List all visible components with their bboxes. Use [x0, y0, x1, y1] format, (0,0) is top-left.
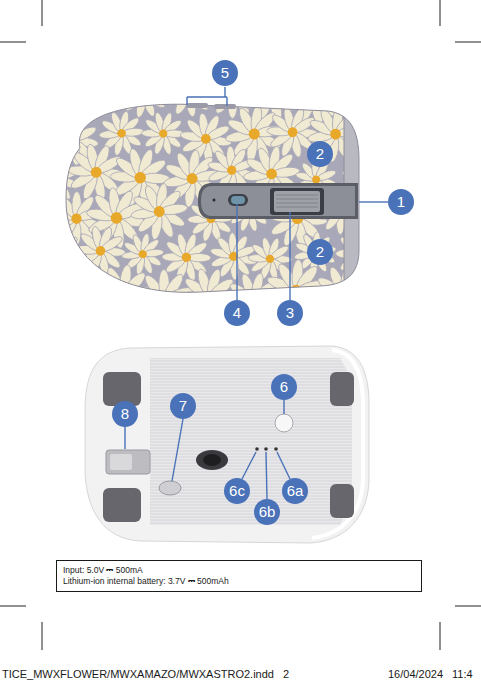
callout-label: 6c [229, 482, 245, 500]
callout-label: 6a [287, 482, 304, 500]
callout-number: 1 [388, 189, 414, 215]
callout-label: 7 [179, 397, 187, 415]
print-slug: 2 [283, 668, 289, 681]
callout-label: 6 [280, 378, 288, 396]
callout-label: 6b [259, 503, 276, 521]
spec-text: Lithium-ion internal battery: 3.7V ⎓ 500… [63, 576, 415, 587]
callout-label: 8 [121, 405, 129, 423]
mouse-top [22, 47, 426, 338]
callout-number: 6 [271, 374, 297, 400]
callout-label: 4 [233, 304, 241, 322]
callout-number: 2 [307, 239, 333, 265]
callout-number: 8 [112, 401, 138, 427]
spec-text: Input: 5.0V ⎓ 500mA [63, 565, 415, 576]
callout-label: 5 [221, 64, 229, 82]
callout-number: 3 [277, 300, 303, 326]
callout-number: 6c [224, 478, 250, 504]
callout-number: 6a [282, 478, 308, 504]
print-slug: 16/04/2024 [388, 668, 443, 681]
callout-number: 5 [212, 60, 238, 86]
callout-label: 2 [316, 145, 324, 163]
mouse-bottom [85, 346, 369, 543]
print-slug: TICE_MWXFLOWER/MWXAMAZO/MWXASTRO2.indd [2, 668, 274, 681]
leader-lines [125, 87, 388, 499]
callout-number: 6b [254, 499, 280, 525]
callout-label: 1 [397, 193, 405, 211]
callout-number: 7 [170, 393, 196, 419]
callout-label: 3 [286, 304, 294, 322]
callout-label: 2 [316, 243, 324, 261]
callout-number: 2 [307, 141, 333, 167]
crop-marks [0, 0, 481, 650]
spec-box: Input: 5.0V ⎓ 500mALithium-ion internal … [56, 560, 422, 592]
print-slug: 11:4 [452, 668, 473, 681]
callout-number: 4 [224, 300, 250, 326]
